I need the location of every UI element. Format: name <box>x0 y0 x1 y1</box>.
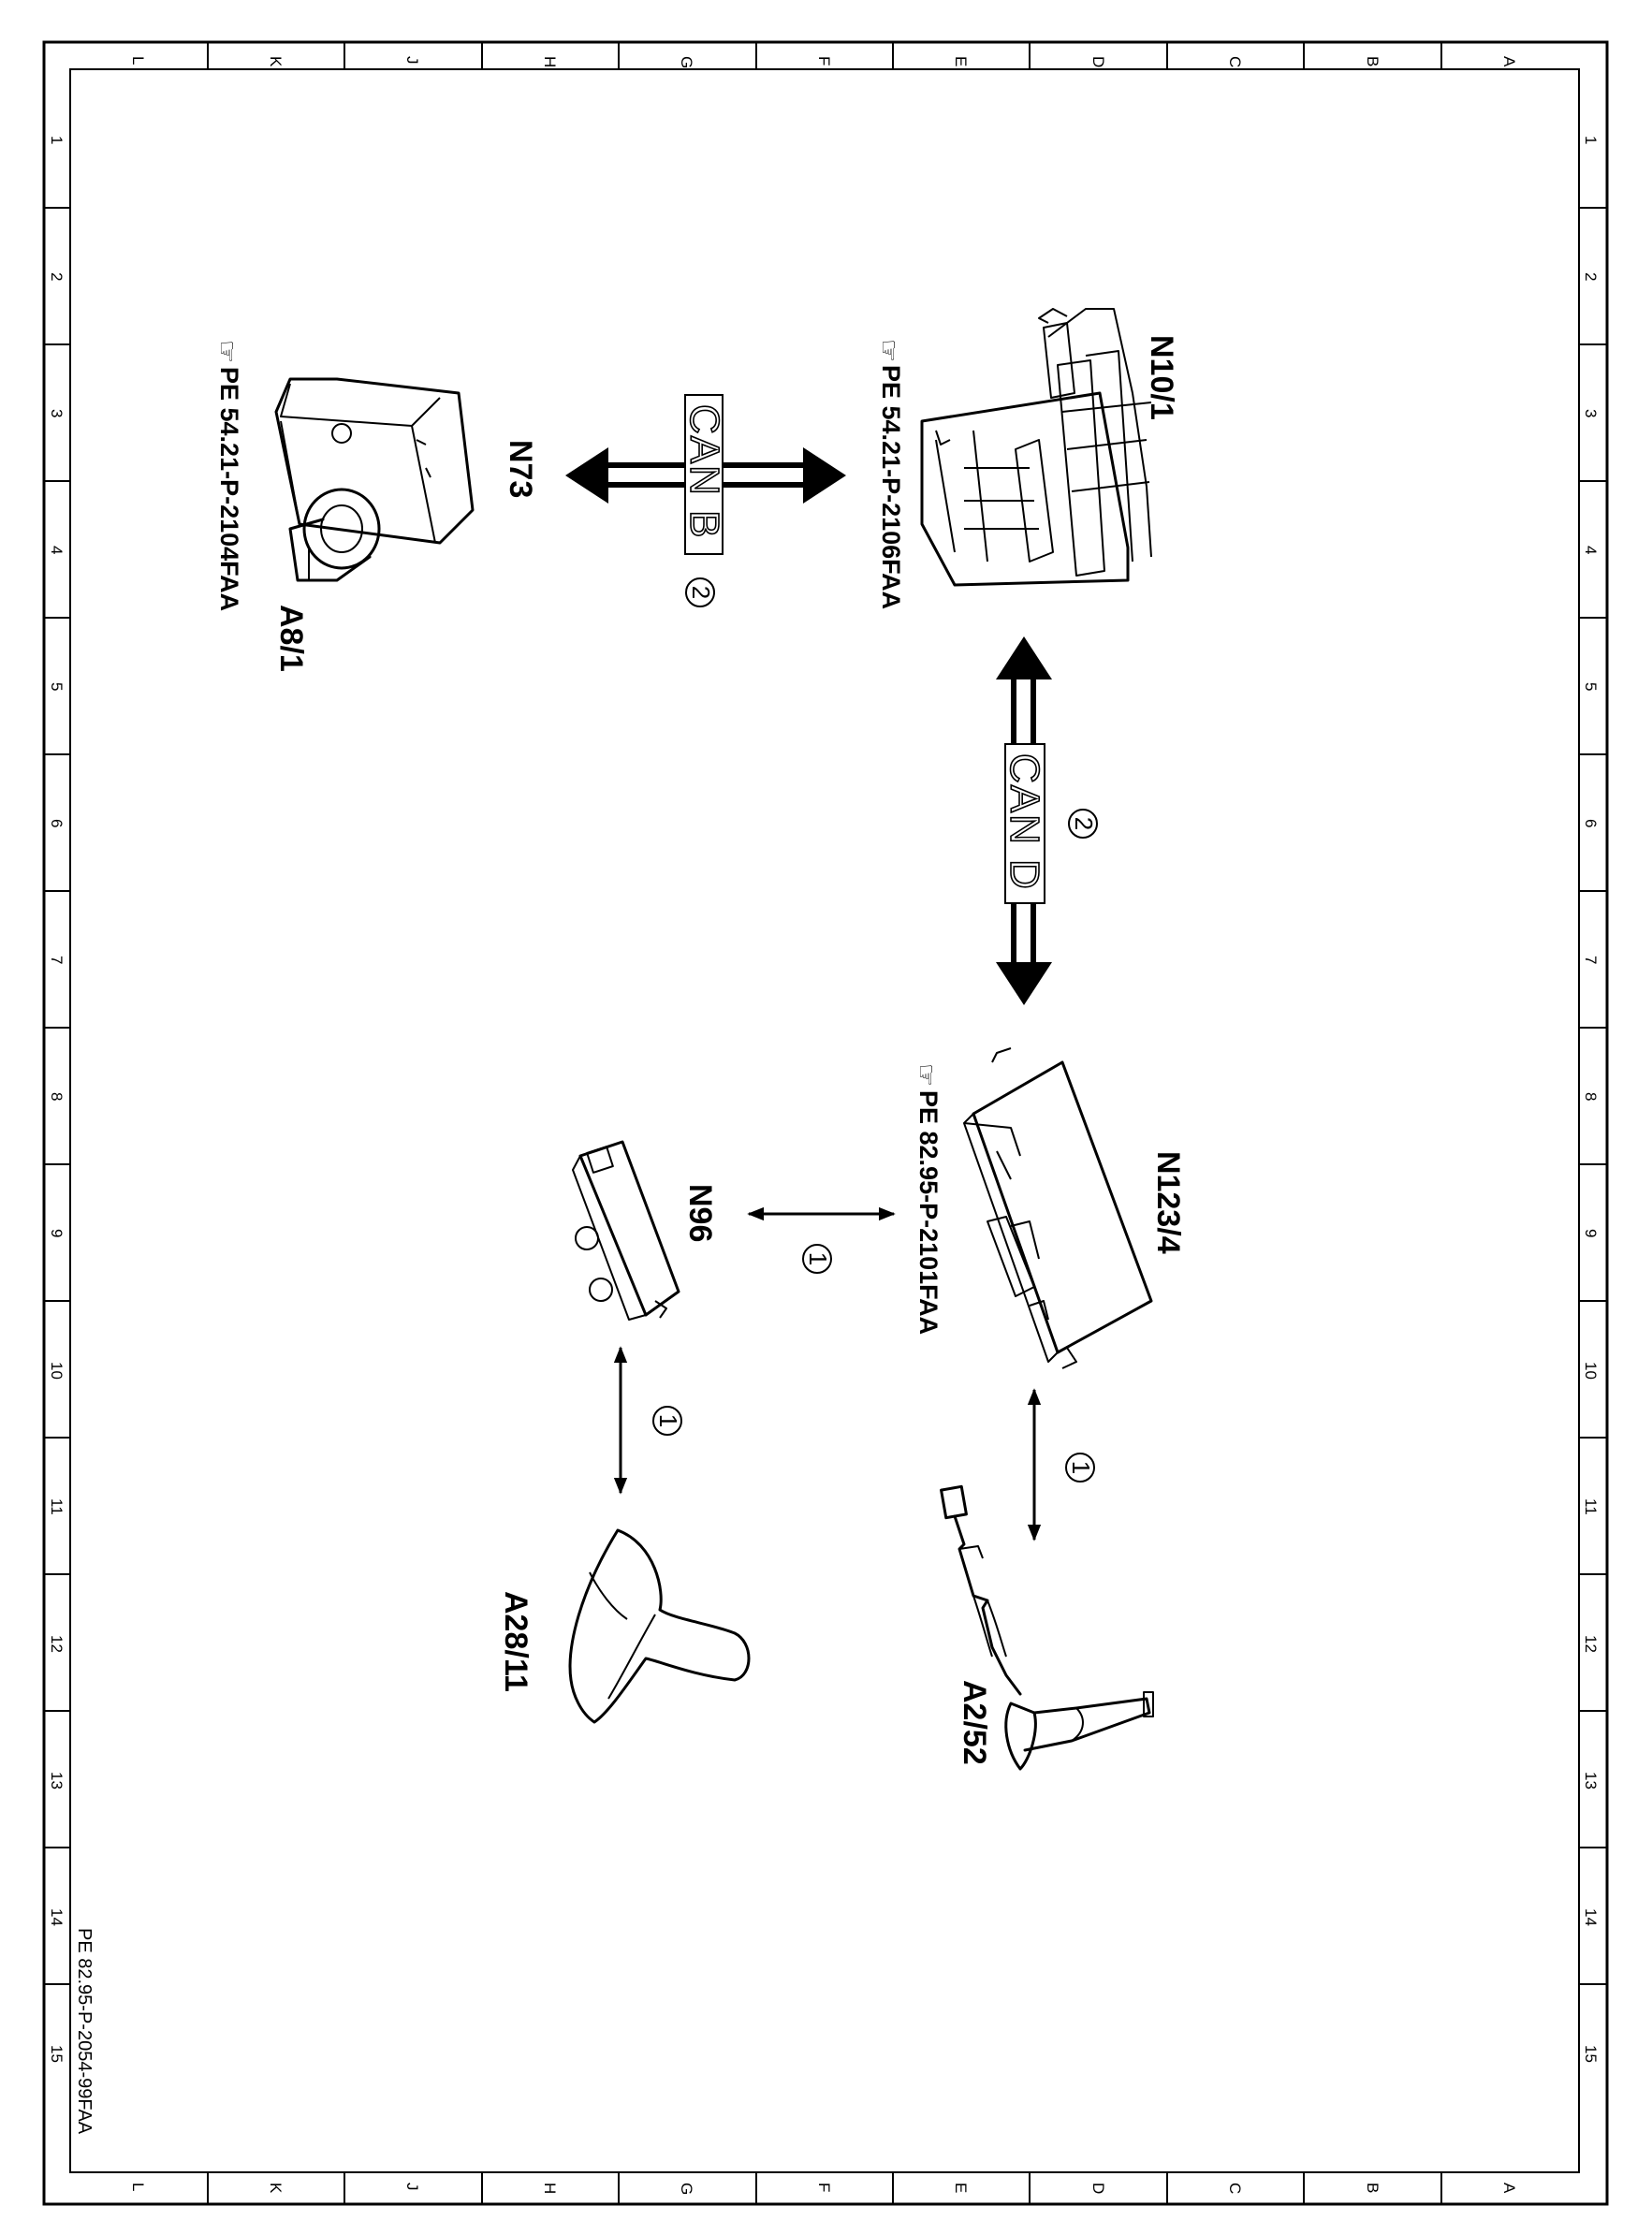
reference-hand-icon: ☞ <box>212 340 241 363</box>
grid-number: 15 <box>1582 2045 1600 2063</box>
grid-number: 6 <box>1582 819 1600 827</box>
grid-letter: F <box>815 2183 833 2192</box>
grid-number: 13 <box>48 1772 66 1789</box>
grid-number: 12 <box>1582 1635 1600 1653</box>
n96-a28-number-circle <box>652 1406 682 1436</box>
inner-frame <box>69 68 1580 2173</box>
n10-1-module-drawing <box>920 308 1152 587</box>
grid-letter: J <box>403 56 421 65</box>
grid-ticks-top <box>207 42 1442 69</box>
grid-letter: G <box>678 56 695 68</box>
can-d-number-circle <box>1068 809 1098 839</box>
a2-52-antenna-drawing <box>940 1484 1154 1771</box>
grid-number: 4 <box>48 546 66 554</box>
can-d-number: 2 <box>1070 817 1098 830</box>
grid-number: 3 <box>1582 409 1600 417</box>
grid-letter: C <box>1226 56 1244 67</box>
grid-number: 7 <box>48 956 66 964</box>
grid-numbers-left: 1 2 3 4 5 6 7 8 9 10 11 12 13 14 15 <box>48 136 66 2063</box>
grid-numbers-right: 1 2 3 4 5 6 7 8 9 10 11 12 13 14 15 <box>1582 136 1600 2063</box>
grid-letter: J <box>403 2183 421 2191</box>
grid-letter: L <box>129 56 147 65</box>
document-number: PE 82.95-P-2054-99FAA <box>74 1928 95 2135</box>
a2-52-label: A2/52 <box>957 1680 992 1765</box>
n10-1-ref: PE 54.21-P-2106FAA <box>877 365 905 609</box>
n96-a28-number: 1 <box>654 1414 682 1427</box>
grid-number: 15 <box>48 2045 66 2063</box>
grid-number: 14 <box>1582 1908 1600 1926</box>
can-b-number: 2 <box>687 586 715 599</box>
grid-letter: B <box>1364 56 1382 66</box>
n123-4-module-drawing <box>963 1047 1153 1369</box>
grid-number: 2 <box>48 272 66 281</box>
grid-ticks-right <box>1579 207 1607 1985</box>
n73-label: N73 <box>503 440 538 498</box>
n10-1-label: N10/1 <box>1144 335 1179 420</box>
grid-number: 9 <box>1582 1229 1600 1237</box>
n123-n96-number: 1 <box>804 1252 832 1265</box>
grid-number: 8 <box>1582 1092 1600 1101</box>
grid-number: 6 <box>48 819 66 827</box>
grid-number: 2 <box>1582 272 1600 281</box>
n73-ignition-switch-drawing <box>274 377 475 582</box>
a28-11-antenna-drawing <box>568 1528 751 1724</box>
grid-letter: A <box>1500 2183 1518 2194</box>
grid-letter: K <box>267 2183 285 2194</box>
grid-number: 7 <box>1582 956 1600 964</box>
grid-letter: D <box>1089 2183 1107 2194</box>
grid-number: 14 <box>48 1908 66 1926</box>
can-b-label: CAN B <box>681 404 727 539</box>
a28-11-label: A28/11 <box>498 1591 534 1692</box>
a8-1-ref: PE 54.21-P-2104FAA <box>215 367 243 611</box>
grid-number: 5 <box>1582 682 1600 691</box>
n123-a2-number: 1 <box>1067 1461 1095 1474</box>
grid-letter: H <box>541 2183 559 2194</box>
can-d-label-box <box>1004 743 1045 904</box>
can-d-label: CAN D <box>1001 753 1047 891</box>
n96-module-drawing <box>572 1140 680 1321</box>
grid-number: 11 <box>48 1498 66 1515</box>
grid-letter: G <box>678 2183 695 2195</box>
a8-1-label: A8/1 <box>273 605 309 672</box>
grid-number: 10 <box>48 1362 66 1380</box>
can-b-label-box <box>684 394 724 555</box>
outer-frame <box>42 40 1609 2206</box>
grid-letters-bottom: L K J H G F E D C B A <box>129 2183 1518 2195</box>
grid-number: 10 <box>1582 1362 1600 1380</box>
grid-number: 3 <box>48 409 66 417</box>
grid-number: 5 <box>48 682 66 691</box>
n123-n96-number-circle <box>802 1244 832 1274</box>
grid-number: 13 <box>1582 1772 1600 1789</box>
grid-ticks-left <box>44 207 70 1985</box>
n123-4-ref: PE 82.95-P-2101FAA <box>914 1090 943 1335</box>
grid-letter: K <box>267 56 285 67</box>
grid-number: 11 <box>1582 1498 1600 1515</box>
n123-a2-number-circle <box>1065 1453 1095 1483</box>
n96-label: N96 <box>682 1184 718 1242</box>
grid-letter: L <box>129 2183 147 2191</box>
grid-number: 9 <box>48 1229 66 1237</box>
grid-number: 1 <box>1582 136 1600 144</box>
grid-letter: F <box>815 56 833 66</box>
grid-letter: C <box>1226 2183 1244 2194</box>
n123-4-label: N123/4 <box>1150 1151 1186 1254</box>
grid-letter: E <box>952 56 970 66</box>
grid-letter: D <box>1089 56 1107 67</box>
grid-letter: B <box>1364 2183 1382 2193</box>
grid-number: 1 <box>48 136 66 144</box>
reference-hand-icon: ☞ <box>874 339 903 362</box>
grid-ticks-bottom <box>207 2172 1442 2204</box>
grid-letter: A <box>1500 56 1518 67</box>
grid-letter: H <box>541 56 559 67</box>
grid-number: 8 <box>48 1092 66 1101</box>
grid-letter: E <box>952 2183 970 2193</box>
can-b-number-circle <box>685 577 715 607</box>
grid-number: 12 <box>48 1635 66 1653</box>
grid-letters-top: L K J H G F E D C B A <box>129 56 1518 68</box>
grid-number: 4 <box>1582 546 1600 554</box>
reference-hand-icon: ☞ <box>912 1063 941 1087</box>
